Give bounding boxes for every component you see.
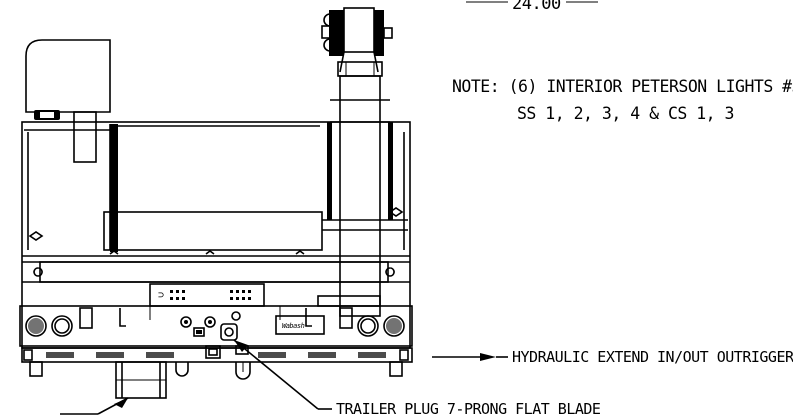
- note-line-1: NOTE: (6) INTERIOR PETERSON LIGHTS #391: [452, 77, 793, 96]
- svg-text:⊃: ⊃: [158, 290, 164, 301]
- top-dimension: 24.00: [466, 0, 598, 14]
- badge-text: Wabash: [282, 322, 305, 330]
- trailer-plug-callout: TRAILER PLUG 7-PRONG FLAT BLADE: [233, 339, 601, 417]
- bottom-leader: [60, 397, 129, 415]
- hydraulic-callout: HYDRAULIC EXTEND IN/OUT OUTRIGGER: [432, 348, 793, 366]
- left-arm-box: [25, 39, 111, 163]
- crane-tower: [321, 7, 393, 317]
- trailer-plug-label: TRAILER PLUG 7-PRONG FLAT BLADE: [336, 400, 601, 417]
- note-line-2: SS 1, 2, 3, 4 & CS 1, 3: [517, 104, 734, 123]
- top-dimension-value: 24.00: [512, 0, 561, 14]
- feet: [29, 361, 403, 399]
- rear-bumper: Wabash: [19, 305, 413, 347]
- control-panel: ⊃: [149, 283, 381, 307]
- hydraulic-label: HYDRAULIC EXTEND IN/OUT OUTRIGGER: [512, 348, 793, 366]
- step-rail: [21, 345, 413, 363]
